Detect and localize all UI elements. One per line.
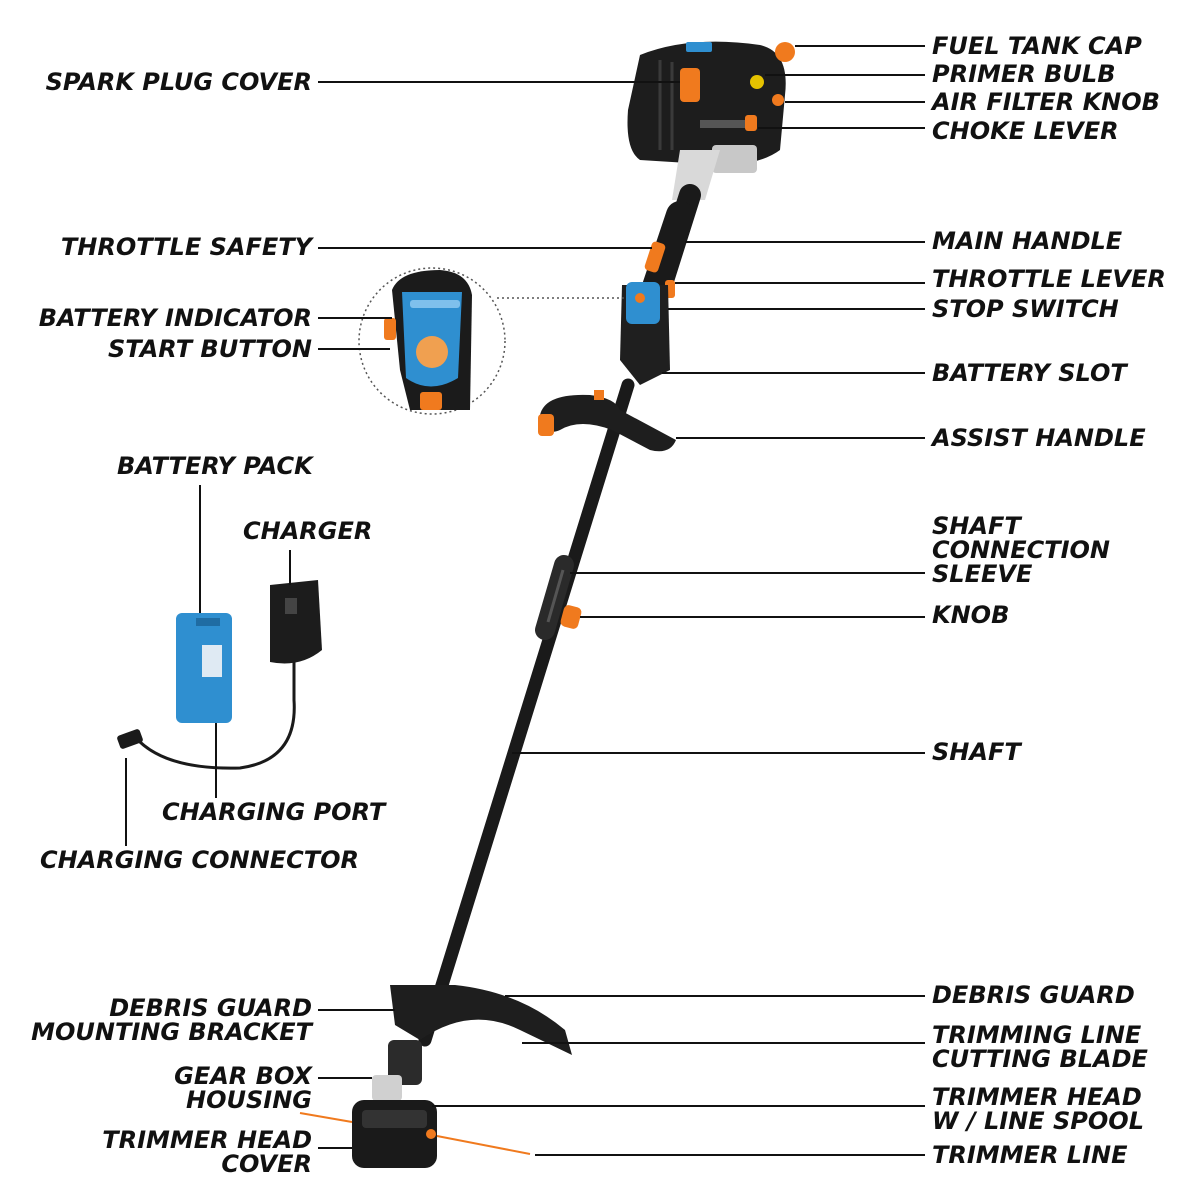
label-battery-slot: BATTERY SLOT <box>932 359 1127 387</box>
label-trimming-line-cutting-blade: TRIMMING LINE CUTTING BLADE <box>932 1021 1148 1073</box>
label-spark-plug-cover: SPARK PLUG COVER <box>45 68 312 96</box>
shaft-connection-sleeve <box>535 555 574 640</box>
label-shaft-connection-sleeve: SHAFT CONNECTION SLEEVE <box>932 512 1110 588</box>
charger-cable <box>117 662 296 770</box>
label-knob: KNOB <box>932 601 1010 629</box>
knob <box>560 605 582 629</box>
label-start-button: START BUTTON <box>107 335 312 363</box>
gear-box-housing <box>372 1040 422 1101</box>
charger <box>270 580 322 664</box>
label-charger: CHARGER <box>243 517 373 545</box>
fuel-tank-cap <box>775 42 795 62</box>
choke-lever <box>745 115 757 131</box>
label-debris-guard: DEBRIS GUARD <box>932 981 1135 1009</box>
label-air-filter-knob: AIR FILTER KNOB <box>932 88 1160 116</box>
label-throttle-safety: THROTTLE SAFETY <box>60 233 312 261</box>
engine <box>627 41 786 173</box>
spark-plug-cover <box>680 68 700 102</box>
label-gear-box-housing: GEAR BOX HOUSING <box>174 1062 312 1114</box>
label-debris-guard-mounting-bracket: DEBRIS GUARD MOUNTING BRACKET <box>31 994 312 1046</box>
label-primer-bulb: PRIMER BULB <box>932 60 1116 88</box>
label-throttle-lever: THROTTLE LEVER <box>932 265 1166 293</box>
air-filter-knob <box>772 94 784 106</box>
battery-housing <box>620 282 670 385</box>
debris-guard <box>390 985 572 1055</box>
label-battery-indicator: BATTERY INDICATOR <box>38 304 312 332</box>
label-trimmer-head-cover: TRIMMER HEAD COVER <box>102 1126 312 1178</box>
label-battery-pack: BATTERY PACK <box>117 452 313 480</box>
shaft <box>418 378 635 1047</box>
label-shaft: SHAFT <box>932 738 1021 766</box>
trimmer-head <box>352 1100 437 1168</box>
label-assist-handle: ASSIST HANDLE <box>932 424 1146 452</box>
label-trimmer-head-line-spool: TRIMMER HEAD W / LINE SPOOL <box>932 1083 1144 1135</box>
label-trimmer-line: TRIMMER LINE <box>932 1141 1128 1169</box>
leader-lines <box>125 45 925 1156</box>
label-charging-connector: CHARGING CONNECTOR <box>40 846 359 874</box>
label-stop-switch: STOP SWITCH <box>932 295 1119 323</box>
control-inset <box>358 267 625 415</box>
battery-pack <box>176 613 232 723</box>
assist-handle <box>538 390 676 452</box>
primer-bulb <box>750 75 764 89</box>
label-fuel-tank-cap: FUEL TANK CAP <box>932 32 1142 60</box>
trimmer-line <box>299 1112 531 1155</box>
label-charging-port: CHARGING PORT <box>162 798 386 826</box>
label-choke-lever: CHOKE LEVER <box>932 117 1119 145</box>
label-main-handle: MAIN HANDLE <box>932 227 1123 255</box>
throttle-safety <box>644 241 666 273</box>
